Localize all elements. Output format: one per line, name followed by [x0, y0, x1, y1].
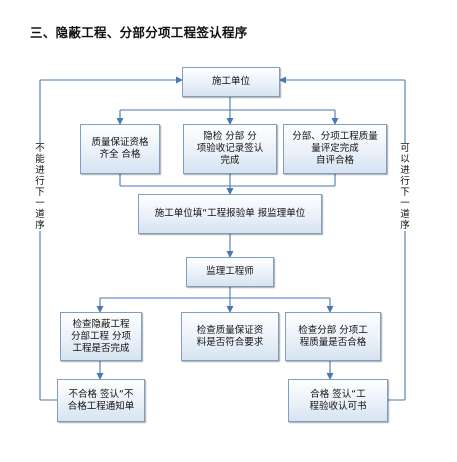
node-quality-docs: 质量保证资格 齐全 合格: [80, 124, 160, 174]
left-side-label: 不 能 进 行 下 一 道 序: [34, 143, 46, 231]
node-subdivision-evaluation: 分部、分项工程质量 量评定完成 自评合格: [283, 124, 387, 174]
node-concealed-inspection: 隐检 分部 分 项验收记录签认 完成: [183, 124, 277, 174]
node-pass-acceptance: 合格 签认“工 程验收认可书: [288, 379, 388, 422]
right-side-label: 可 以 进 行 下 一 道 序: [399, 143, 411, 231]
node-supervisor: 监理工程师: [186, 257, 274, 287]
node-check-quality-docs: 检查质量保证资 料是否符合要求: [181, 312, 279, 361]
node-check-concealed: 检查隐蔽工程 分部工程 分项 工程是否完成: [60, 312, 142, 361]
node-check-subdivision-quality: 检查分部 分项工 程质量是否合格: [285, 312, 381, 361]
node-fail-notice: 不合格 签认“不 合格工程通知单: [57, 379, 145, 422]
page-title: 三、隐蔽工程、分部分项工程签认程序: [30, 25, 248, 40]
node-contractor: 施工单位: [182, 67, 280, 97]
node-submit-inspection-form: 施工单位填“工程报验单 报监理单位: [138, 194, 322, 234]
